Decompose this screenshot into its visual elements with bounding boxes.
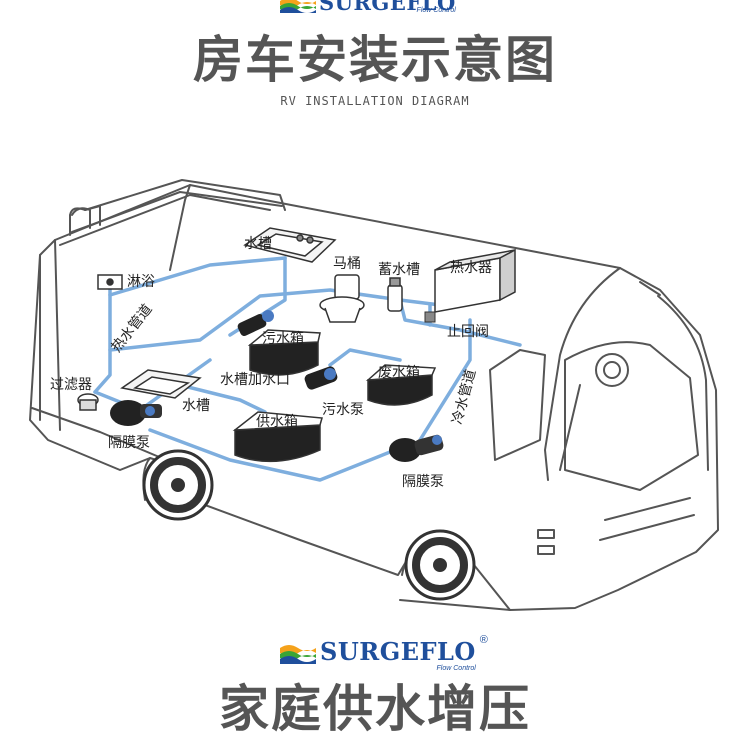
accumulator-tank — [387, 277, 403, 312]
label-sink-top: 水槽 — [244, 236, 272, 252]
front-wheel — [404, 529, 476, 601]
label-check-valve: 止回阀 — [447, 324, 489, 340]
wave-logo-icon — [280, 645, 316, 664]
brand-tagline: Flow Control — [436, 665, 476, 672]
diaphragm-pump-upper — [237, 310, 274, 336]
brand-name: SURGEFLO — [319, 0, 456, 15]
brand-logo-top: SURGEFLO Flow Control — [280, 0, 456, 15]
rv-outline — [29, 179, 719, 611]
label-shower: 淋浴 — [127, 274, 155, 290]
registered-mark: ® — [479, 634, 488, 646]
grey-water-tank — [365, 364, 437, 406]
label-filter: 过滤器 — [50, 377, 92, 393]
sink-top — [243, 227, 337, 263]
label-accumulator: 蓄水槽 — [378, 262, 420, 278]
label-cold-water-pipe: 冷水管道 — [449, 368, 479, 426]
page-title: 房车安装示意图 — [193, 31, 557, 89]
wave-logo-icon — [280, 0, 316, 13]
check-valve — [424, 311, 436, 323]
label-diaphragm-pump-left: 隔膜泵 — [108, 435, 150, 451]
label-grey-tank: 废水箱 — [378, 365, 420, 381]
water-pipes — [93, 256, 522, 482]
sewage-pump — [304, 366, 338, 390]
sink-bottom — [120, 369, 202, 399]
label-sink-bottom: 水槽 — [182, 398, 210, 414]
label-waste-tank: 污水箱 — [262, 331, 304, 347]
page-subtitle: RV INSTALLATION DIAGRAM — [280, 94, 470, 108]
diaphragm-pump-left — [110, 400, 162, 426]
waste-tank — [247, 329, 321, 376]
label-sewage-pump: 污水泵 — [322, 402, 364, 418]
label-toilet: 马桶 — [333, 256, 361, 272]
label-water-heater: 热水器 — [450, 260, 492, 276]
shower — [97, 274, 123, 290]
label-supply-tank: 供水箱 — [256, 414, 298, 430]
brand-logo-bottom: SURGEFLO Flow Control ® — [279, 634, 488, 672]
rear-wheel — [142, 449, 214, 521]
supply-tank — [232, 411, 323, 463]
footer-title: 家庭供水增压 — [219, 680, 531, 738]
label-diaphragm-pump-right: 隔膜泵 — [402, 474, 444, 490]
diaphragm-pump-right — [389, 434, 444, 462]
water-filter — [77, 393, 99, 411]
water-heater — [434, 248, 516, 313]
brand-name: SURGEFLO — [320, 637, 476, 666]
toilet — [319, 274, 365, 323]
label-sink-fill-port: 水槽加水口 — [220, 372, 290, 388]
brand-tagline: Flow Control — [416, 7, 456, 14]
